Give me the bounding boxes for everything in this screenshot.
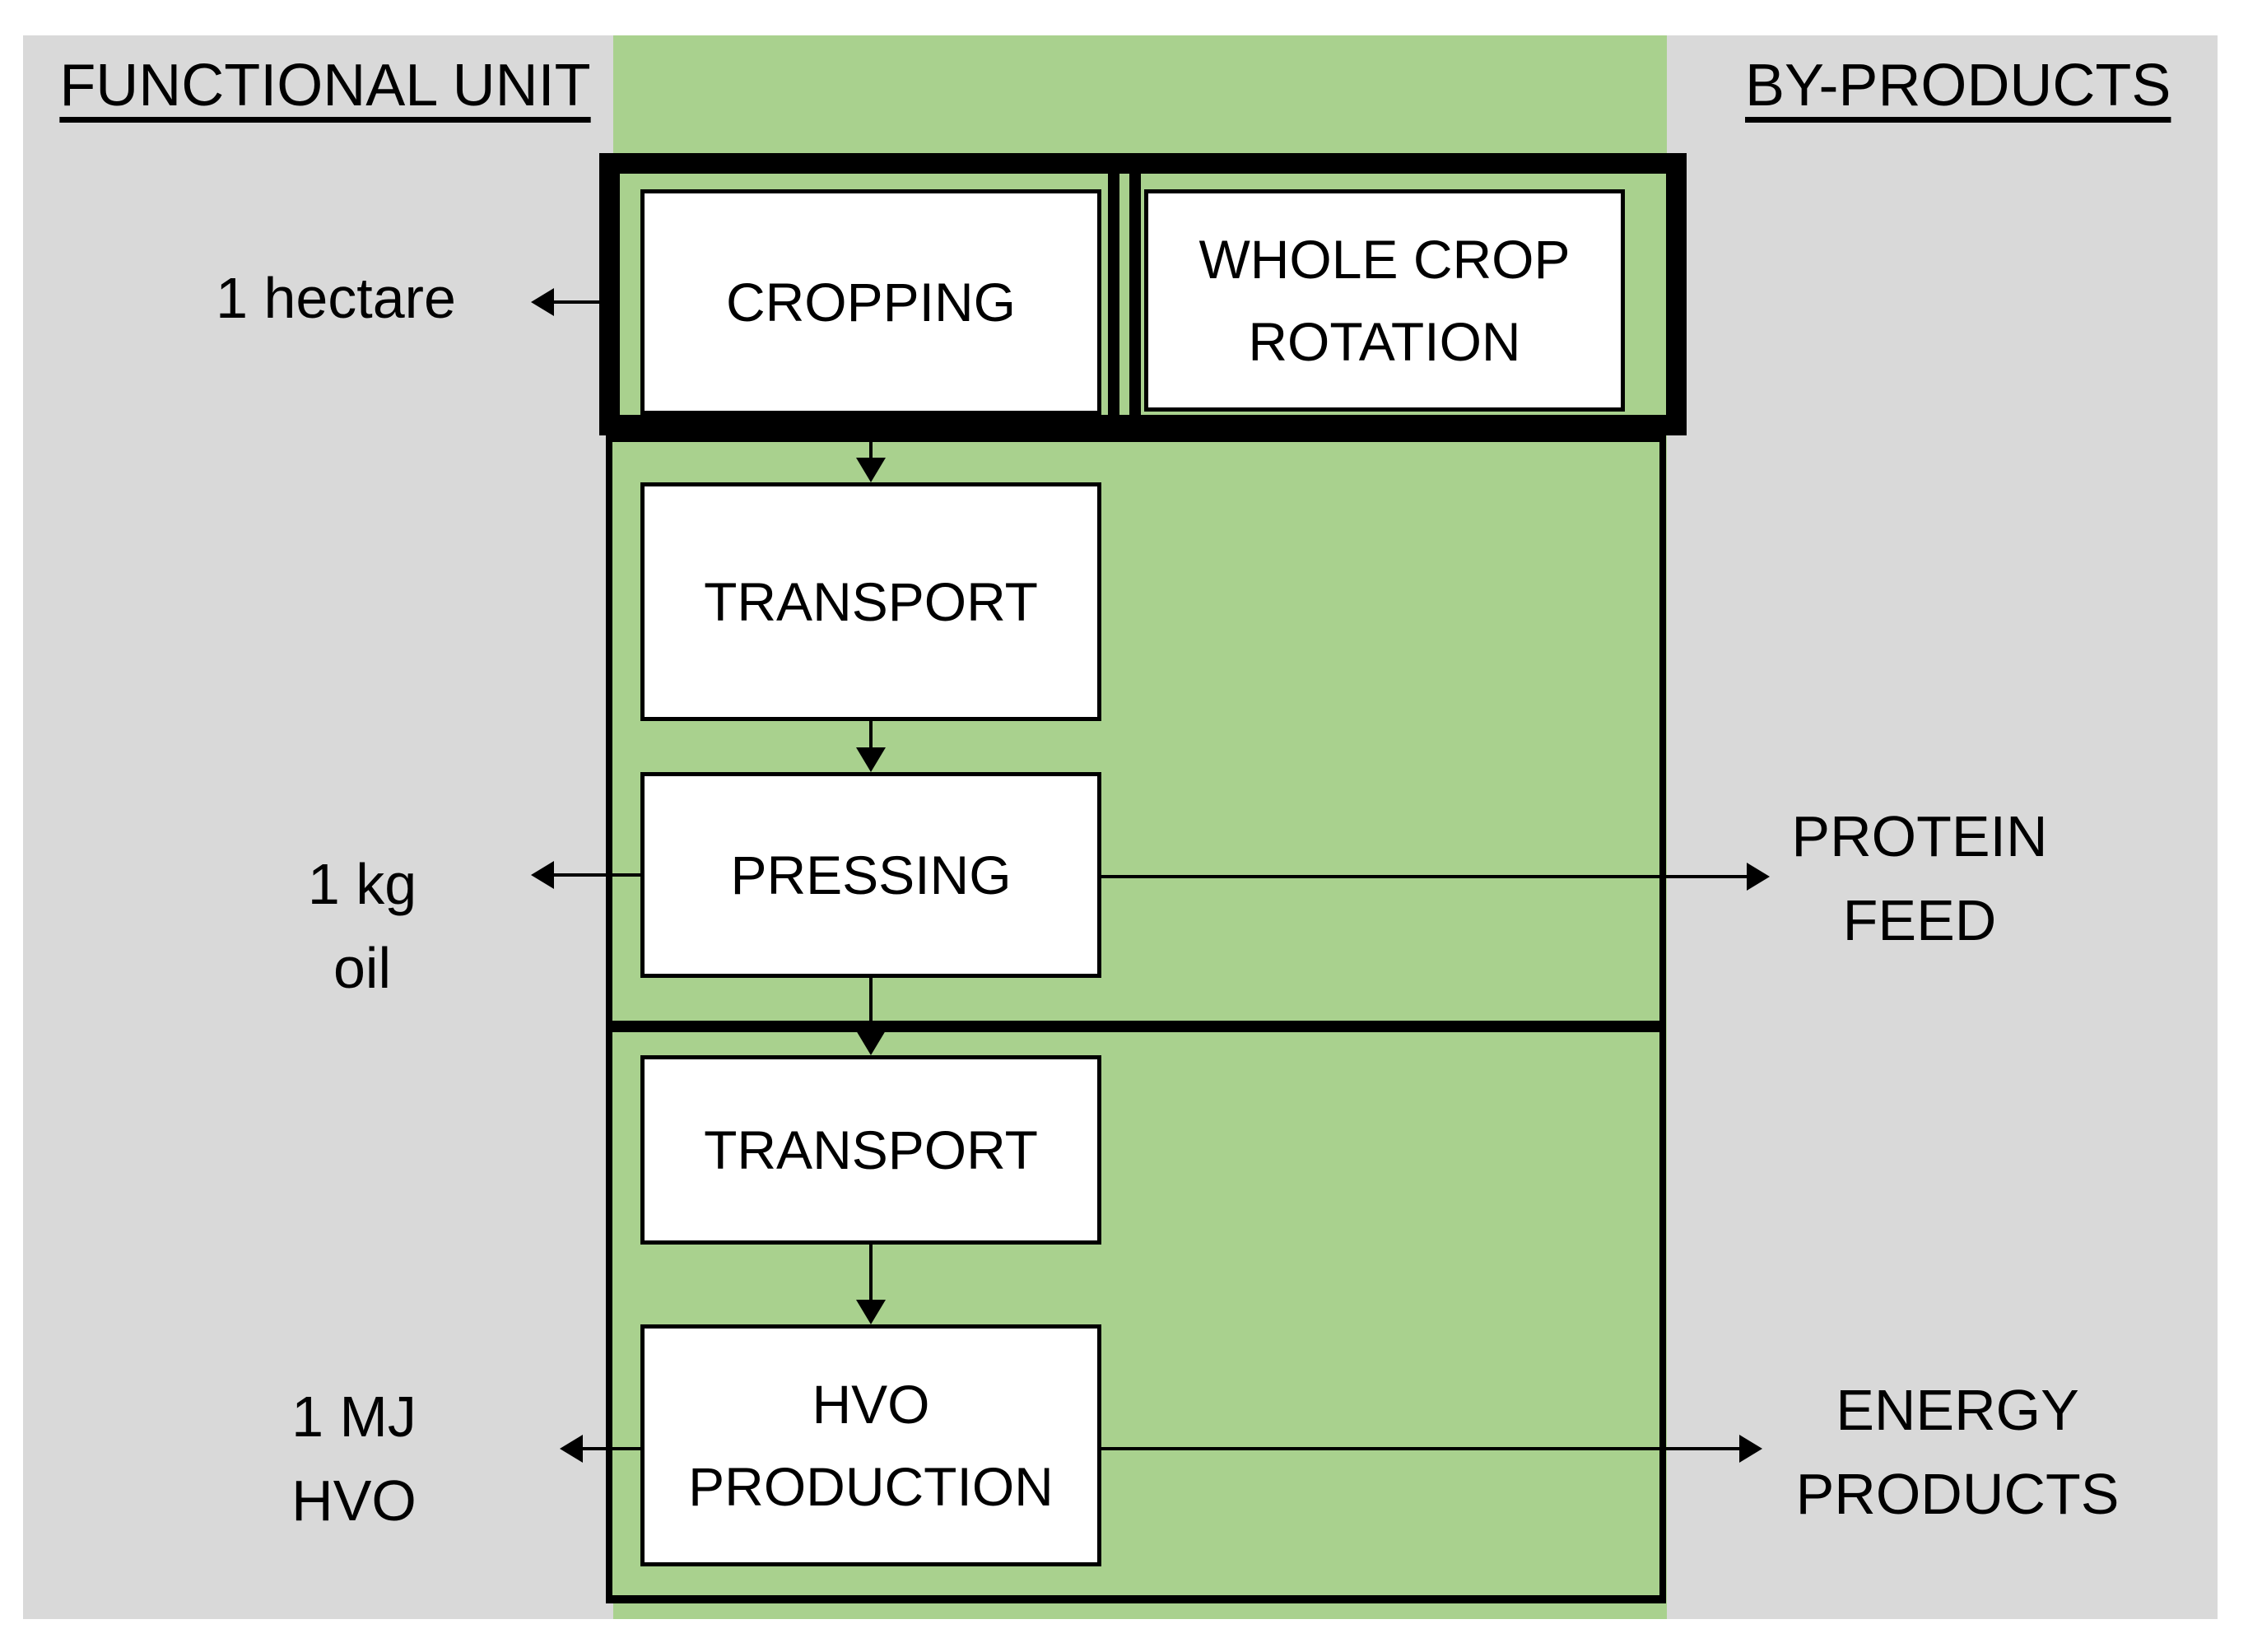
arrow-to-energy-products-head-icon: [1739, 1435, 1762, 1463]
process-box-pressing: PRESSING: [640, 772, 1101, 978]
process-box-cropping: CROPPING: [640, 189, 1101, 415]
by-product-label-energy-products: ENERGY PRODUCTS: [1752, 1368, 2163, 1536]
container-divider-line-right: [1129, 174, 1141, 415]
process-box-transport-lower: TRANSPORT: [640, 1055, 1101, 1245]
process-box-whole-crop-rotation: WHOLE CROP ROTATION: [1144, 189, 1625, 412]
arrow-to-hectare-shaft: [552, 300, 606, 304]
process-box-label: TRANSPORT: [704, 1119, 1038, 1180]
arrow-transport-to-hvo-head-icon: [856, 1300, 886, 1324]
arrow-to-kg-oil-shaft: [552, 873, 640, 877]
label-line1: 1 MJ: [291, 1384, 417, 1449]
label-line2: oil: [333, 936, 392, 1000]
label-line1: 1 kg: [307, 852, 417, 916]
process-box-label: TRANSPORT: [704, 571, 1038, 632]
arrow-to-hectare-head-icon: [531, 288, 554, 316]
process-box-label: CROPPING: [725, 272, 1017, 333]
process-box-label: PRESSING: [730, 845, 1012, 905]
arrow-cropping-to-transport-head-icon: [856, 458, 886, 482]
process-box-transport-upper: TRANSPORT: [640, 482, 1101, 721]
by-products-header: BY-PRODUCTS: [1745, 53, 2171, 119]
arrow-to-kg-oil-head-icon: [531, 861, 554, 889]
label-line1: ENERGY: [1836, 1378, 2079, 1442]
arrow-to-mj-hvo-head-icon: [560, 1435, 583, 1463]
functional-unit-label-mj-hvo: 1 MJ HVO: [148, 1375, 560, 1543]
by-product-label-protein-feed: PROTEIN FEED: [1714, 794, 2125, 962]
arrow-transport-to-pressing-shaft: [869, 721, 873, 751]
arrow-transport-to-hvo-shaft: [869, 1245, 873, 1303]
arrow-pressing-to-transport-shaft: [869, 978, 873, 1034]
functional-unit-label-hectare: 1 hectare: [216, 266, 456, 330]
arrow-cropping-to-transport-shaft: [869, 435, 873, 462]
process-box-label-line2: ROTATION: [1248, 311, 1521, 372]
arrow-to-protein-feed-head-icon: [1747, 863, 1770, 891]
arrow-to-protein-feed-shaft: [1101, 875, 1747, 878]
process-box-label-line1: HVO: [812, 1374, 930, 1435]
process-box-label-line2: PRODUCTION: [688, 1456, 1054, 1517]
functional-unit-header: FUNCTIONAL UNIT: [59, 53, 591, 119]
label-line2: PRODUCTS: [1795, 1462, 2120, 1526]
functional-unit-label-kg-oil: 1 kg oil: [156, 842, 568, 1010]
arrow-to-mj-hvo-shaft: [581, 1447, 640, 1450]
arrow-pressing-to-transport-head-icon: [856, 1031, 886, 1055]
arrow-transport-to-pressing-head-icon: [856, 747, 886, 772]
process-box-hvo-production: HVO PRODUCTION: [640, 1324, 1101, 1566]
process-box-label-line1: WHOLE CROP: [1198, 229, 1571, 290]
container-divider-line-left: [1108, 174, 1119, 415]
label-line1: PROTEIN: [1791, 804, 2048, 868]
label-line2: HVO: [291, 1468, 417, 1533]
arrow-to-energy-products-shaft: [1101, 1447, 1739, 1450]
label-line2: FEED: [1842, 888, 1997, 952]
